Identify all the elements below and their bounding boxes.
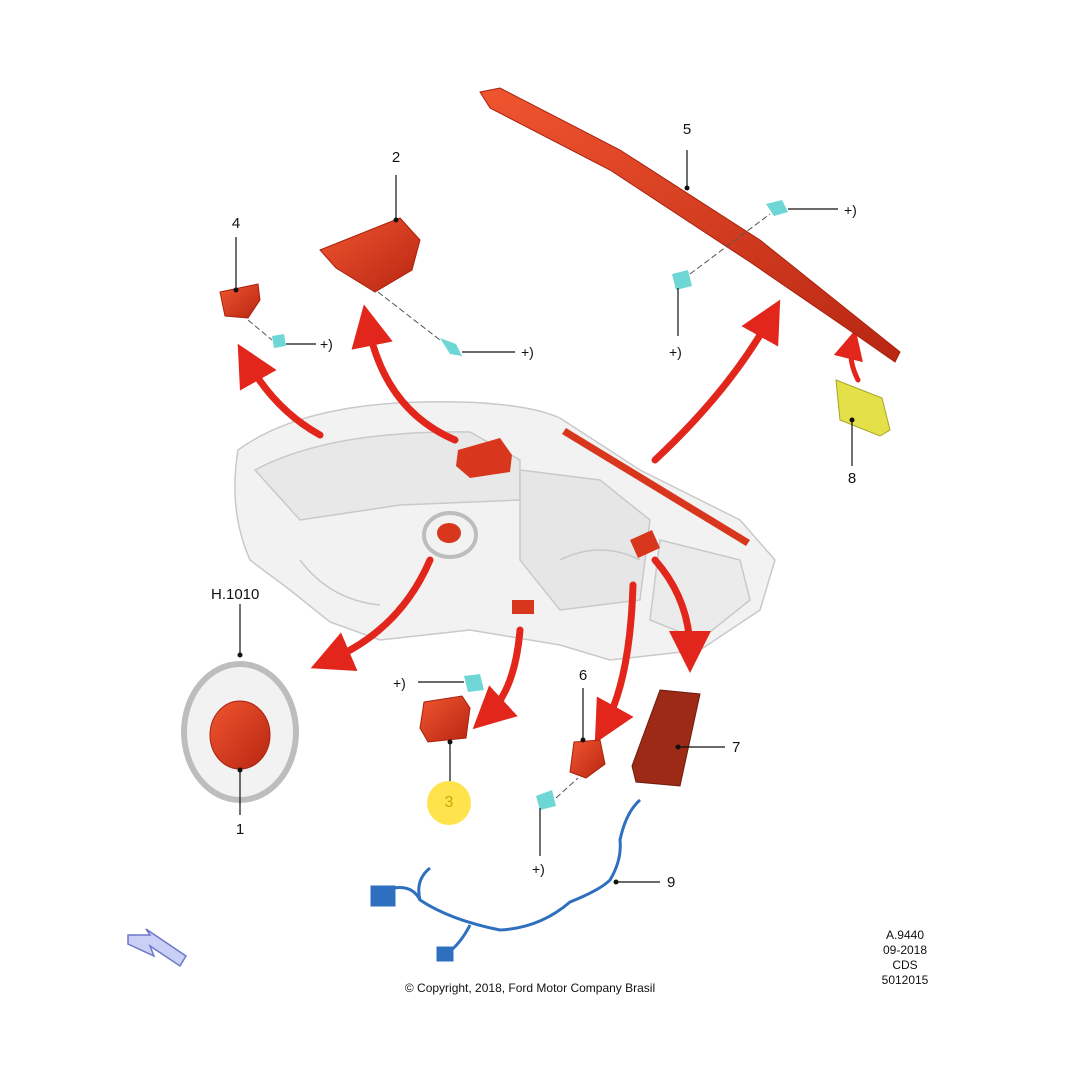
connector-part-6 bbox=[536, 790, 556, 810]
direction-arrow-icon bbox=[127, 928, 188, 968]
fastener-note-part-6: +) bbox=[532, 861, 545, 877]
diagram-number: 5012015 bbox=[881, 973, 929, 987]
arrow-to-part-8-sensor bbox=[833, 329, 863, 383]
fastener-note-part-2: +) bbox=[521, 344, 534, 360]
fastener-note-part-5-upper: +) bbox=[844, 202, 857, 218]
fastener-note-part-4: +) bbox=[320, 336, 333, 352]
curtain-airbag-in-vehicle bbox=[562, 428, 750, 546]
arrow-to-part-2 bbox=[351, 304, 459, 444]
connector-part-4 bbox=[272, 334, 286, 348]
driver-airbag-in-vehicle bbox=[437, 523, 461, 543]
copyright-notice: © Copyright, 2018, Ford Motor Company Br… bbox=[404, 981, 656, 995]
explode-arrows bbox=[237, 299, 863, 744]
part-label-7: 7 bbox=[732, 739, 741, 756]
part-label-5: 5 bbox=[682, 121, 692, 138]
connector-part-5-upper bbox=[766, 200, 788, 216]
arrow-to-part-1 bbox=[310, 556, 434, 672]
impact-sensor-part-4 bbox=[219, 237, 261, 319]
side-sensor-part-6 bbox=[569, 688, 606, 779]
control-module-in-vehicle bbox=[512, 600, 534, 614]
fastener-note-part-3: +) bbox=[393, 675, 406, 691]
arrow-to-part-4 bbox=[237, 343, 324, 439]
arrow-to-part-3 bbox=[472, 626, 524, 730]
arrow-to-part-7 bbox=[651, 556, 711, 673]
fastener-note-part-5-lower: +) bbox=[669, 344, 682, 360]
part-callout-3[interactable]: 3 bbox=[427, 781, 471, 825]
sensor-part-8 bbox=[835, 379, 891, 466]
diagram-id: A.9440 bbox=[885, 928, 925, 942]
steering-wheel-part-1 bbox=[181, 612, 299, 815]
curtain-airbag-part-5 bbox=[479, 87, 901, 363]
arrow-to-part-6 bbox=[594, 581, 637, 744]
part-label-8: 8 bbox=[847, 470, 857, 487]
connector-part-3 bbox=[464, 674, 484, 692]
connector-part-5-lower bbox=[672, 270, 692, 290]
fastener-connectors bbox=[247, 200, 838, 856]
part-label-1: 1 bbox=[235, 821, 245, 838]
part-label-2: 2 bbox=[391, 149, 401, 166]
wiring-harness-part-9 bbox=[370, 798, 660, 962]
part-label-4: 4 bbox=[231, 215, 241, 232]
reference-label: H.1010 bbox=[211, 586, 260, 603]
side-sensor-in-vehicle bbox=[630, 530, 660, 558]
connector-part-2 bbox=[440, 338, 462, 356]
passenger-airbag-part-2 bbox=[319, 175, 421, 293]
control-module-part-3 bbox=[419, 695, 471, 782]
seat-airbag-part-7 bbox=[631, 689, 725, 787]
passenger-airbag-in-vehicle bbox=[456, 438, 512, 478]
diagram-metadata: A.9440 09-2018 CDS 5012015 bbox=[860, 928, 950, 988]
diagram-code: CDS bbox=[892, 958, 918, 972]
vehicle-interior bbox=[234, 401, 776, 661]
arrow-to-part-5 bbox=[651, 299, 781, 464]
diagram-date: 09-2018 bbox=[882, 943, 928, 957]
part-label-9: 9 bbox=[667, 874, 676, 891]
part-label-3: 3 bbox=[444, 794, 454, 811]
vehicle-highlighted-parts bbox=[437, 428, 750, 614]
part-label-6: 6 bbox=[578, 667, 588, 684]
